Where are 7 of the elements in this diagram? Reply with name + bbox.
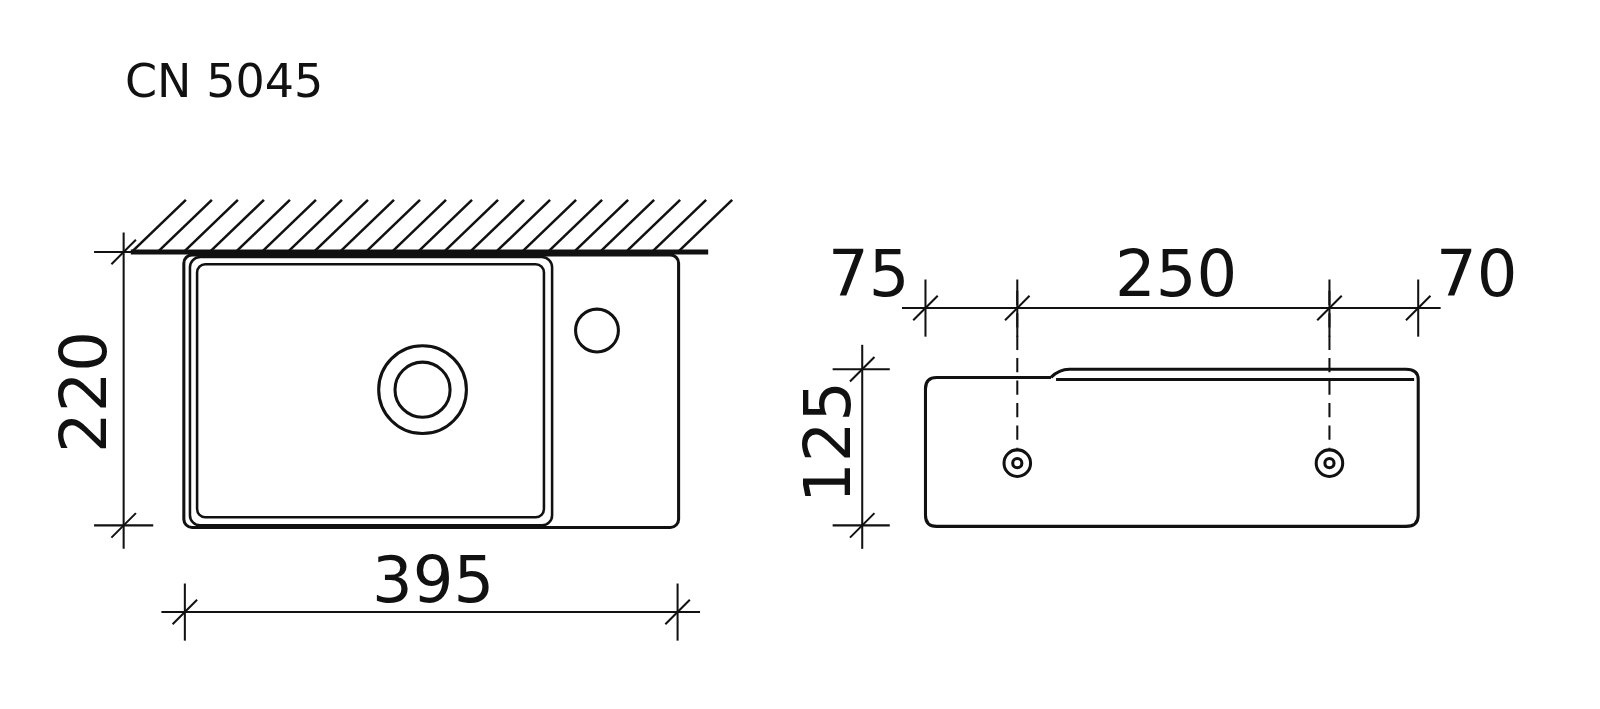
dimension-value: 75 — [828, 242, 910, 306]
dimension-value: 395 — [372, 548, 495, 612]
dimension-value: 70 — [1436, 242, 1518, 306]
dimension-value: 220 — [52, 330, 116, 454]
dimension-value: 250 — [1115, 242, 1238, 306]
dimension-value: 125 — [796, 380, 860, 504]
drawing-title: CN 5045 — [125, 58, 324, 104]
